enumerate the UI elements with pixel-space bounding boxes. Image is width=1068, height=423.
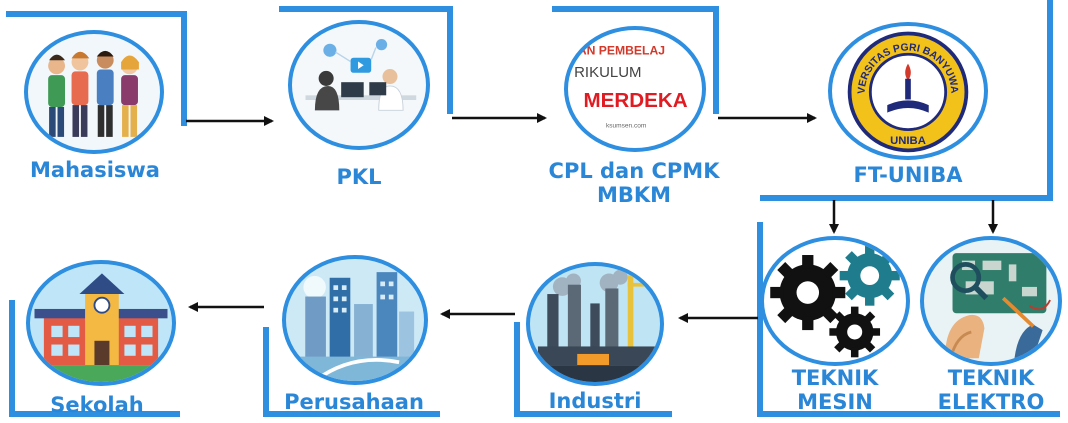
circuit-board-illustration: [920, 236, 1062, 366]
poster-footer: ksumsen.com: [606, 122, 647, 129]
frame-perusahaan: [263, 327, 440, 417]
poster-line-2: RIKULUM: [574, 64, 641, 81]
poster-line-1: AN PEMBELAJ: [578, 43, 665, 57]
office-buildings-illustration: [282, 255, 428, 385]
student-figure: [48, 54, 65, 137]
logo-bottom-text: UNIBA: [890, 135, 926, 147]
node-label-mahasiswa: Mahasiswa: [30, 158, 160, 182]
frame-sekolah: [9, 300, 180, 417]
frame-ftuniba: [760, 0, 1053, 201]
student-figure: [121, 55, 139, 137]
node-label-teknik-mesin-line2: MESIN: [797, 390, 873, 414]
gears-icon: [760, 236, 910, 366]
node-label-teknik-elektro-line2: ELEKTRO: [937, 390, 1045, 414]
office-meeting-illustration: [288, 20, 430, 150]
gear-icon: [829, 306, 881, 358]
kurikulum-merdeka-poster: AN PEMBELAJ RIKULUM MERDEKA ksumsen.com: [564, 26, 706, 152]
node-label-sekolah: Sekolah: [50, 393, 144, 417]
node-label-industri: Industri: [548, 389, 642, 413]
frame-pkl: [279, 6, 453, 114]
frame-industri: [514, 322, 672, 417]
uniba-university-logo: UNIVERSITAS PGRI BANYUWANGI UNIBA: [828, 22, 988, 160]
student-figure: [71, 51, 90, 137]
node-label-cpl-line1: CPL dan CPMK: [548, 159, 720, 183]
poster-line-3: MERDEKA: [583, 89, 687, 112]
frame-mahasiswa: [6, 11, 187, 126]
student-figure: [96, 50, 114, 137]
node-label-teknik-elektro-line1: TEKNIK: [947, 366, 1035, 390]
factory-illustration: [526, 262, 664, 386]
gear-icon: [770, 255, 846, 331]
node-label-teknik-mesin-line1: TEKNIK: [791, 366, 879, 390]
person-figure: [314, 70, 340, 111]
school-building-illustration: [26, 260, 176, 386]
node-label-cpl-line2: MBKM: [596, 183, 672, 207]
students-illustration: [24, 30, 164, 154]
node-label-ftuniba: FT-UNIBA: [853, 163, 963, 187]
node-label-pkl: PKL: [336, 165, 382, 189]
frame-cpl: [552, 6, 719, 114]
node-label-perusahaan: Perusahaan: [284, 390, 424, 414]
frame-teknik: [757, 222, 1060, 417]
